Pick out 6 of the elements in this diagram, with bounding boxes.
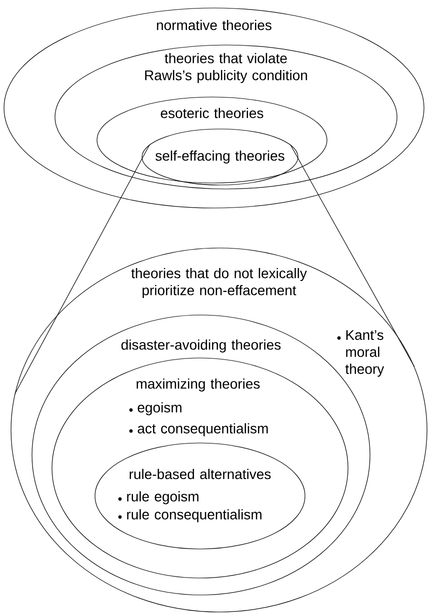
bullet-item: rule egoism: [118, 491, 198, 504]
bullet-item: rule consequentialism: [118, 509, 262, 522]
connector-line: [290, 144, 415, 367]
connector-line: [14, 144, 150, 394]
bullet-item: egoism: [129, 402, 182, 416]
bullet-item: act consequentialism: [129, 423, 268, 436]
